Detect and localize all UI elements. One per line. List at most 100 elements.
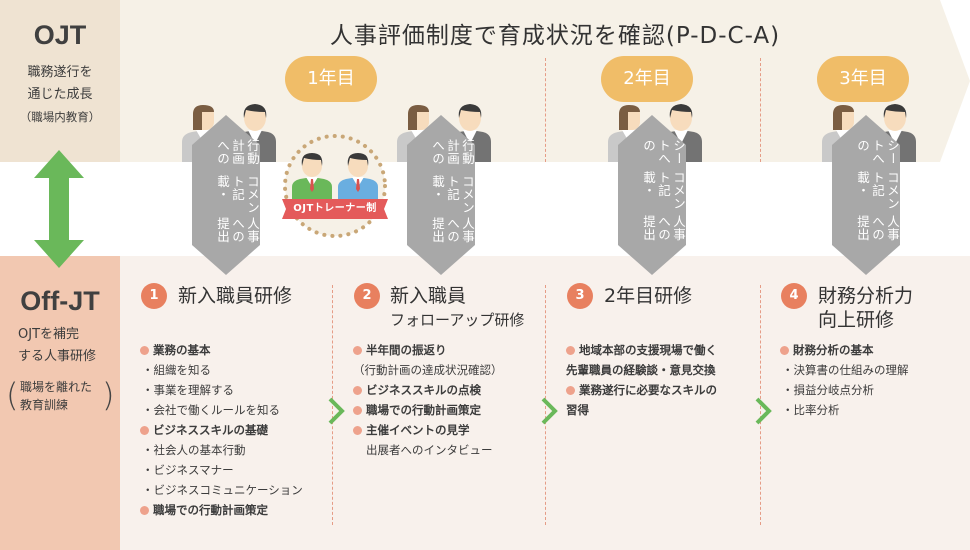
course-item-text: ・社会人の基本行動 <box>142 443 246 457</box>
bullet-dot-icon <box>566 346 575 355</box>
hex-line: コメント記載・ <box>641 170 686 210</box>
course-item: ・損益分岐点分析 <box>780 380 909 400</box>
course-number-badge: 1 <box>141 283 167 309</box>
course-item: 職場での行動計画策定 <box>353 400 503 420</box>
hex-line: 人事への提出 <box>430 217 475 243</box>
ojt-line-2: 通じた成長 <box>27 87 93 102</box>
course-number-badge: 3 <box>567 283 593 309</box>
course-title-text: 新入職員研修 <box>178 285 293 307</box>
bullet-dot-icon <box>353 426 362 435</box>
course-item: ・比率分析 <box>780 400 909 420</box>
course-number-badge: 4 <box>781 283 807 309</box>
bullet-dot-icon <box>566 386 575 395</box>
course-items-2: 半年間の振返り （行動計画の達成状況確認） ビジネススキルの点検職場での行動計画策定… <box>353 340 503 460</box>
offjt-note: ( 職場を離れた 教育訓練 ) <box>6 376 114 418</box>
hex-shape <box>832 115 900 275</box>
separator-top-1 <box>545 58 546 162</box>
hex-shape <box>618 115 686 275</box>
hex-line: 人事への提出 <box>215 217 260 243</box>
course-item: ・会社で働くルールを知る <box>140 400 303 420</box>
offjt-line-1: OJTを補完 <box>18 327 80 342</box>
hex-line: 人事への提出 <box>855 215 900 241</box>
course-number-badge: 2 <box>354 283 380 309</box>
hex-tag-text: シートへの コメント記載・ 人事への提出 <box>832 139 900 253</box>
course-item: 業務の基本 <box>140 340 303 360</box>
page-title: 人事評価制度で育成状況を確認(P-D-C-A) <box>329 23 781 49</box>
course-item-text: ・決算書の仕組みの理解 <box>782 363 909 377</box>
offjt-title: Off-JT <box>20 286 100 316</box>
course-item: （行動計画の達成状況確認） <box>353 360 503 380</box>
separator-top-2 <box>760 58 761 162</box>
course-item: 習得 <box>566 400 717 420</box>
course-item-text: 主催イベントの見学 <box>366 423 470 437</box>
course-title-text: 財務分析力 <box>818 285 914 307</box>
bullet-dot-icon <box>353 346 362 355</box>
ojt-trainer-badge: OJTトレーナー制 <box>280 131 390 241</box>
course-item-text: ・組織を知る <box>142 363 211 377</box>
course-title-text: 2年目研修 <box>604 285 693 307</box>
bullet-dot-icon <box>353 386 362 395</box>
course-item: 半年間の振返り <box>353 340 503 360</box>
course-item-text: ・比率分析 <box>782 403 840 417</box>
course-items-3: 地域本部の支援現場で働く先輩職員の経験談・意見交換業務遂行に必要なスキルの習得 <box>566 340 717 420</box>
year-pill-1: 1年目 <box>285 56 377 102</box>
hex-line: 行動計画への <box>430 139 475 165</box>
course-item-text: ビジネススキルの基礎 <box>153 423 268 437</box>
trainer-badge-icon <box>282 134 388 238</box>
hex-line: シートへの <box>641 139 686 165</box>
course-title-2: 新入職員 フォローアップ研修 <box>390 284 524 332</box>
course-item: 業務遂行に必要なスキルの <box>566 380 717 400</box>
hex-shape <box>192 115 260 275</box>
hex-line: コメント記載・ <box>215 175 260 214</box>
hex-line: 行動計画への <box>215 139 260 165</box>
hex-shape <box>407 115 475 275</box>
chevron-right-icon <box>541 397 558 425</box>
course-item-text: 職場での行動計画策定 <box>153 503 268 517</box>
separator-bottom-2 <box>545 285 546 525</box>
ojt-note: （職場内教育） <box>19 110 101 124</box>
hex-tag-text: 行動計画への コメント記載・ 人事への提出 <box>407 139 475 253</box>
bullet-dot-icon <box>780 346 789 355</box>
course-item-text: ビジネススキルの点検 <box>366 383 481 397</box>
course-item: ・事業を理解する <box>140 380 303 400</box>
bullet-dot-icon <box>353 406 362 415</box>
course-item: 先輩職員の経験談・意見交換 <box>566 360 717 380</box>
course-item: 職場での行動計画策定 <box>140 500 303 520</box>
bullet-dot-icon <box>140 346 149 355</box>
course-subtitle: フォローアップ研修 <box>390 311 525 329</box>
course-item: ・社会人の基本行動 <box>140 440 303 460</box>
offjt-line-2: する人事研修 <box>18 349 97 364</box>
course-item: ・決算書の仕組みの理解 <box>780 360 909 380</box>
ojt-panel: OJT 職務遂行を 通じた成長 （職場内教育） <box>0 0 120 162</box>
course-item-text: 職場での行動計画策定 <box>366 403 481 417</box>
course-item-text: ・事業を理解する <box>142 383 234 397</box>
hex-line: 人事への提出 <box>641 215 686 241</box>
ojt-title: OJT <box>33 20 87 50</box>
course-item-text: ・ビジネスコミュニケーション <box>142 483 303 497</box>
chevron-right-icon <box>328 397 345 425</box>
hex-line: コメント記載・ <box>430 175 475 214</box>
hex-line: シートへの <box>855 139 900 165</box>
hex-tag-3: シートへの コメント記載・ 人事への提出 <box>618 115 686 275</box>
course-item: 主催イベントの見学 <box>353 420 503 440</box>
course-title-3: 2年目研修 <box>604 284 692 308</box>
offjt-description: OJTを補完 する人事研修 <box>0 324 120 368</box>
paren-close: ) <box>102 376 115 414</box>
course-item-text: 業務遂行に必要なスキルの <box>579 383 717 397</box>
course-item-text: 半年間の振返り <box>366 343 447 357</box>
offjt-panel: Off-JT OJTを補完 する人事研修 ( 職場を離れた 教育訓練 ) <box>0 256 120 550</box>
course-item: ・ビジネスマナー <box>140 460 303 480</box>
separator-bottom-1 <box>332 285 333 525</box>
course-title-text: 新入職員 <box>390 285 467 307</box>
course-item-text: 業務の基本 <box>153 343 211 357</box>
ojt-line-1: 職務遂行を <box>27 65 93 80</box>
course-item-text: （行動計画の達成状況確認） <box>353 363 503 377</box>
course-item: ・組織を知る <box>140 360 303 380</box>
chevron-right-icon <box>755 397 772 425</box>
offjt-note-text: 職場を離れた 教育訓練 <box>20 378 92 414</box>
year-pill-2: 2年目 <box>601 56 693 102</box>
hex-tag-text: シートへの コメント記載・ 人事への提出 <box>618 139 686 253</box>
bullet-dot-icon <box>140 426 149 435</box>
course-item: ビジネススキルの点検 <box>353 380 503 400</box>
course-item-text: ・損益分岐点分析 <box>782 383 874 397</box>
